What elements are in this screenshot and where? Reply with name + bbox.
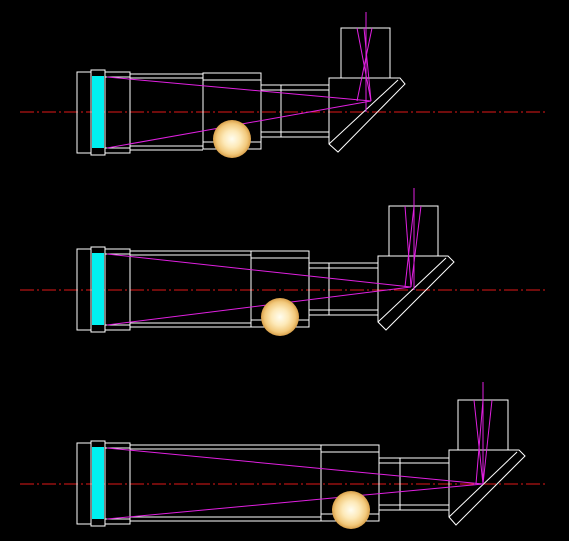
focal-point-icon bbox=[213, 120, 251, 158]
main-tube-3 bbox=[130, 444, 321, 522]
mirror-icon bbox=[377, 255, 455, 331]
telescope-configuration-1 bbox=[20, 12, 546, 158]
objective-cell-1 bbox=[76, 69, 131, 156]
lens-icon bbox=[92, 447, 104, 519]
diagonal-mirror-3 bbox=[448, 399, 526, 526]
light-rays-2 bbox=[106, 188, 422, 326]
telescope-configuration-3 bbox=[20, 382, 546, 529]
mirror-icon bbox=[448, 449, 526, 526]
lens-icon bbox=[92, 76, 104, 148]
objective-cell-2 bbox=[76, 246, 131, 333]
mirror-icon bbox=[328, 77, 406, 153]
diagonal-mirror-2 bbox=[377, 205, 455, 331]
diagonal-mirror-1 bbox=[328, 27, 406, 153]
objective-cell-3 bbox=[76, 440, 131, 527]
telescope-configuration-2 bbox=[20, 188, 546, 336]
light-rays-1 bbox=[106, 12, 373, 149]
main-tube-1 bbox=[130, 73, 203, 151]
main-tube-2 bbox=[130, 250, 251, 328]
focal-point-icon bbox=[261, 298, 299, 336]
light-rays-3 bbox=[106, 382, 493, 520]
lens-icon bbox=[92, 253, 104, 325]
focal-point-icon bbox=[332, 491, 370, 529]
